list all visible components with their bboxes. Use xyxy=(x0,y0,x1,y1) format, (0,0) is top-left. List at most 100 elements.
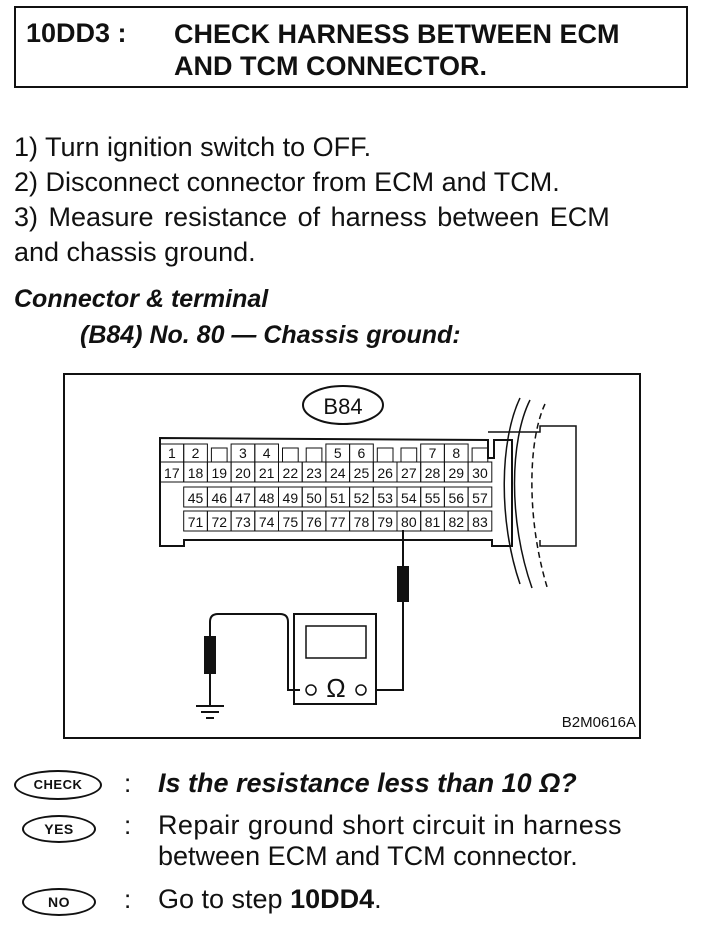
terminal-cell xyxy=(325,443,351,463)
terminal-number-54: 54 xyxy=(401,490,417,506)
terminal-cell xyxy=(301,486,327,508)
terminal-cell xyxy=(206,461,232,483)
terminal-number-2: 2 xyxy=(192,445,200,461)
terminal-number-5: 5 xyxy=(334,445,342,461)
terminal-cell xyxy=(230,486,256,508)
terminal-cell xyxy=(325,486,351,508)
terminal-number-47: 47 xyxy=(235,490,251,506)
terminal-cell xyxy=(349,461,374,483)
terminal-cell xyxy=(396,461,422,483)
terminal-cell xyxy=(443,510,469,532)
terminal-number-30: 30 xyxy=(472,465,488,481)
ohmmeter xyxy=(293,613,377,705)
terminal-cell xyxy=(396,486,422,508)
terminal-number-82: 82 xyxy=(448,514,464,530)
figure-code: B2M0616A xyxy=(562,714,636,731)
terminal-number-57: 57 xyxy=(472,490,488,506)
terminal-number-76: 76 xyxy=(306,514,322,530)
terminal-cell xyxy=(183,510,208,532)
no-answer-suffix: . xyxy=(374,884,382,914)
terminal-cell xyxy=(206,486,232,508)
ground-probe xyxy=(204,636,216,674)
connector-key-notch xyxy=(471,447,489,462)
ohmmeter-display xyxy=(305,625,367,659)
terminal-cell xyxy=(443,486,469,508)
probe-wire xyxy=(376,602,404,691)
terminal-number-46: 46 xyxy=(211,490,227,506)
terminal-cell xyxy=(183,461,208,483)
terminal-number-79: 79 xyxy=(377,514,393,530)
terminal-cell xyxy=(183,443,208,463)
terminal-cell xyxy=(372,510,398,532)
terminal-cell xyxy=(349,510,374,532)
terminal-number-28: 28 xyxy=(425,465,441,481)
procedure-step: 2) Disconnect connector from ECM and TCM… xyxy=(14,167,560,197)
terminal-cell xyxy=(349,443,374,463)
terminal-number-81: 81 xyxy=(425,514,441,530)
terminal-number-48: 48 xyxy=(259,490,275,506)
terminal-number-26: 26 xyxy=(377,465,393,481)
ground-wire xyxy=(209,613,300,691)
terminal-number-80: 80 xyxy=(401,514,417,530)
terminal-number-73: 73 xyxy=(235,514,251,530)
terminal-number-55: 55 xyxy=(425,490,441,506)
no-answer: Go to step 10DD4. xyxy=(158,884,382,915)
terminal-cell xyxy=(443,443,469,463)
check-badge: CHECK xyxy=(14,770,102,800)
terminal-cell xyxy=(206,510,232,532)
terminal-number-21: 21 xyxy=(259,465,275,481)
yes-answer-line-1: Repair ground short circuit in harness xyxy=(158,810,622,840)
terminal-cell xyxy=(301,461,327,483)
terminal-number-17: 17 xyxy=(164,465,180,481)
terminal-number-49: 49 xyxy=(283,490,299,506)
terminal-cell xyxy=(159,443,185,463)
connector-id-label: B84 xyxy=(323,394,362,419)
terminal-number-22: 22 xyxy=(283,465,299,481)
terminal-cell xyxy=(443,461,469,483)
terminal-cell xyxy=(325,510,351,532)
terminal-number-1: 1 xyxy=(168,445,176,461)
terminal-number-83: 83 xyxy=(472,514,488,530)
terminal-number-56: 56 xyxy=(448,490,464,506)
terminal-number-50: 50 xyxy=(306,490,322,506)
terminal-cell xyxy=(254,510,280,532)
terminal-cell xyxy=(467,486,493,508)
terminal-number-77: 77 xyxy=(330,514,346,530)
connector-latch xyxy=(488,425,577,547)
terminal-cell xyxy=(420,443,445,463)
terminal-number-6: 6 xyxy=(358,445,366,461)
terminal-cell xyxy=(420,510,445,532)
terminal-cell xyxy=(278,510,303,532)
harness-wire xyxy=(513,399,533,589)
step-title: CHECK HARNESS BETWEEN ECM AND TCM CONNEC… xyxy=(174,18,684,82)
terminal-number-51: 51 xyxy=(330,490,346,506)
procedure-step: 1) Turn ignition switch to OFF. xyxy=(14,132,372,162)
procedure-step: and chassis ground. xyxy=(14,237,256,267)
terminal-cell xyxy=(372,486,398,508)
terminal-cell xyxy=(420,486,445,508)
terminal-number-52: 52 xyxy=(354,490,370,506)
terminal-number-20: 20 xyxy=(235,465,251,481)
terminal-cell xyxy=(278,486,303,508)
harness-wire xyxy=(503,397,521,585)
ground-symbol-icon xyxy=(196,705,224,719)
harness-wire xyxy=(531,403,549,591)
terminal-number-23: 23 xyxy=(306,465,322,481)
ohmmeter-terminal xyxy=(355,684,367,696)
connector-key-notch xyxy=(210,447,228,462)
terminal-cell xyxy=(301,510,327,532)
terminal-number-25: 25 xyxy=(354,465,370,481)
ohmmeter-terminal xyxy=(305,684,317,696)
terminal-number-75: 75 xyxy=(283,514,299,530)
terminal-number-19: 19 xyxy=(211,465,227,481)
terminal-cell xyxy=(254,461,280,483)
yes-badge: YES xyxy=(22,815,96,843)
no-colon: : xyxy=(124,884,132,914)
step-title-line-2: AND TCM CONNECTOR. xyxy=(174,51,487,81)
yes-answer: Repair ground short circuit in harness b… xyxy=(158,810,698,872)
diagram-frame xyxy=(63,373,641,739)
connector-subheading: (B84) No. 80 — Chassis ground: xyxy=(80,321,461,349)
terminal-cell xyxy=(159,461,185,483)
connector-key-notch xyxy=(305,447,323,462)
